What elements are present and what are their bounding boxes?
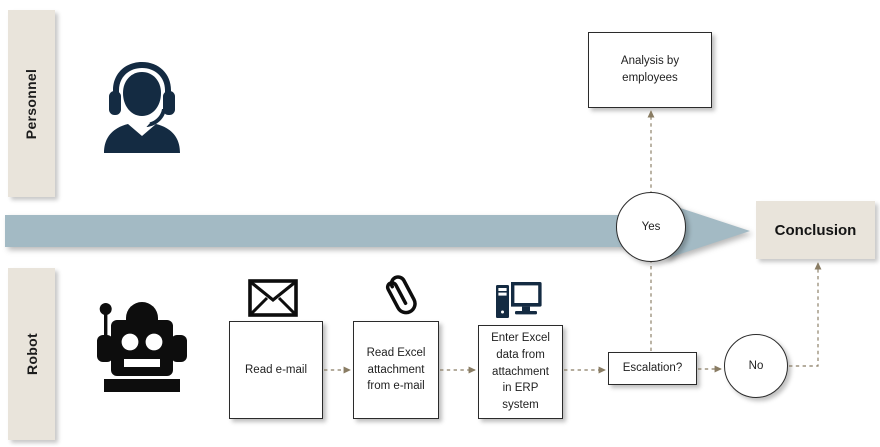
node-analysis-by-employees[interactable]: Analysis by employees	[588, 32, 712, 108]
swimlane-label-robot[interactable]: Robot	[8, 268, 55, 440]
node-conclusion-label: Conclusion	[774, 221, 857, 239]
edge-no-to-conclusion	[789, 262, 822, 367]
decision-branch-yes[interactable]: Yes	[616, 192, 686, 262]
swimlane-label-personnel-text: Personnel	[23, 68, 40, 139]
desktop-computer-icon	[496, 282, 542, 318]
paperclip-icon	[385, 275, 417, 315]
node-enter-erp-label: Enter Excel data from attachment in ERP …	[491, 332, 550, 411]
decision-branch-no[interactable]: No	[724, 334, 788, 398]
node-read-excel-label: Read Excel attachment from e-mail	[366, 346, 426, 393]
headset-support-person-icon	[104, 62, 180, 153]
process-flow-band-arrow	[5, 203, 750, 259]
node-escalation-decision[interactable]: Escalation?	[608, 352, 697, 385]
node-enter-excel-data-erp[interactable]: Enter Excel data from attachment in ERP …	[478, 325, 563, 419]
swimlane-label-personnel[interactable]: Personnel	[8, 10, 55, 197]
node-read-email-label: Read e-mail	[245, 363, 307, 376]
node-read-excel-attachment[interactable]: Read Excel attachment from e-mail	[353, 321, 439, 419]
decision-no-label: No	[748, 360, 764, 372]
node-conclusion[interactable]: Conclusion	[756, 201, 875, 259]
swimlane-label-robot-text: Robot	[23, 333, 40, 375]
decision-yes-label: Yes	[641, 221, 661, 233]
node-escalation-label: Escalation?	[622, 362, 683, 375]
node-read-email[interactable]: Read e-mail	[229, 321, 323, 419]
node-analysis-label: Analysis by employees	[620, 55, 680, 84]
robot-icon	[97, 302, 187, 392]
envelope-icon	[248, 279, 298, 317]
